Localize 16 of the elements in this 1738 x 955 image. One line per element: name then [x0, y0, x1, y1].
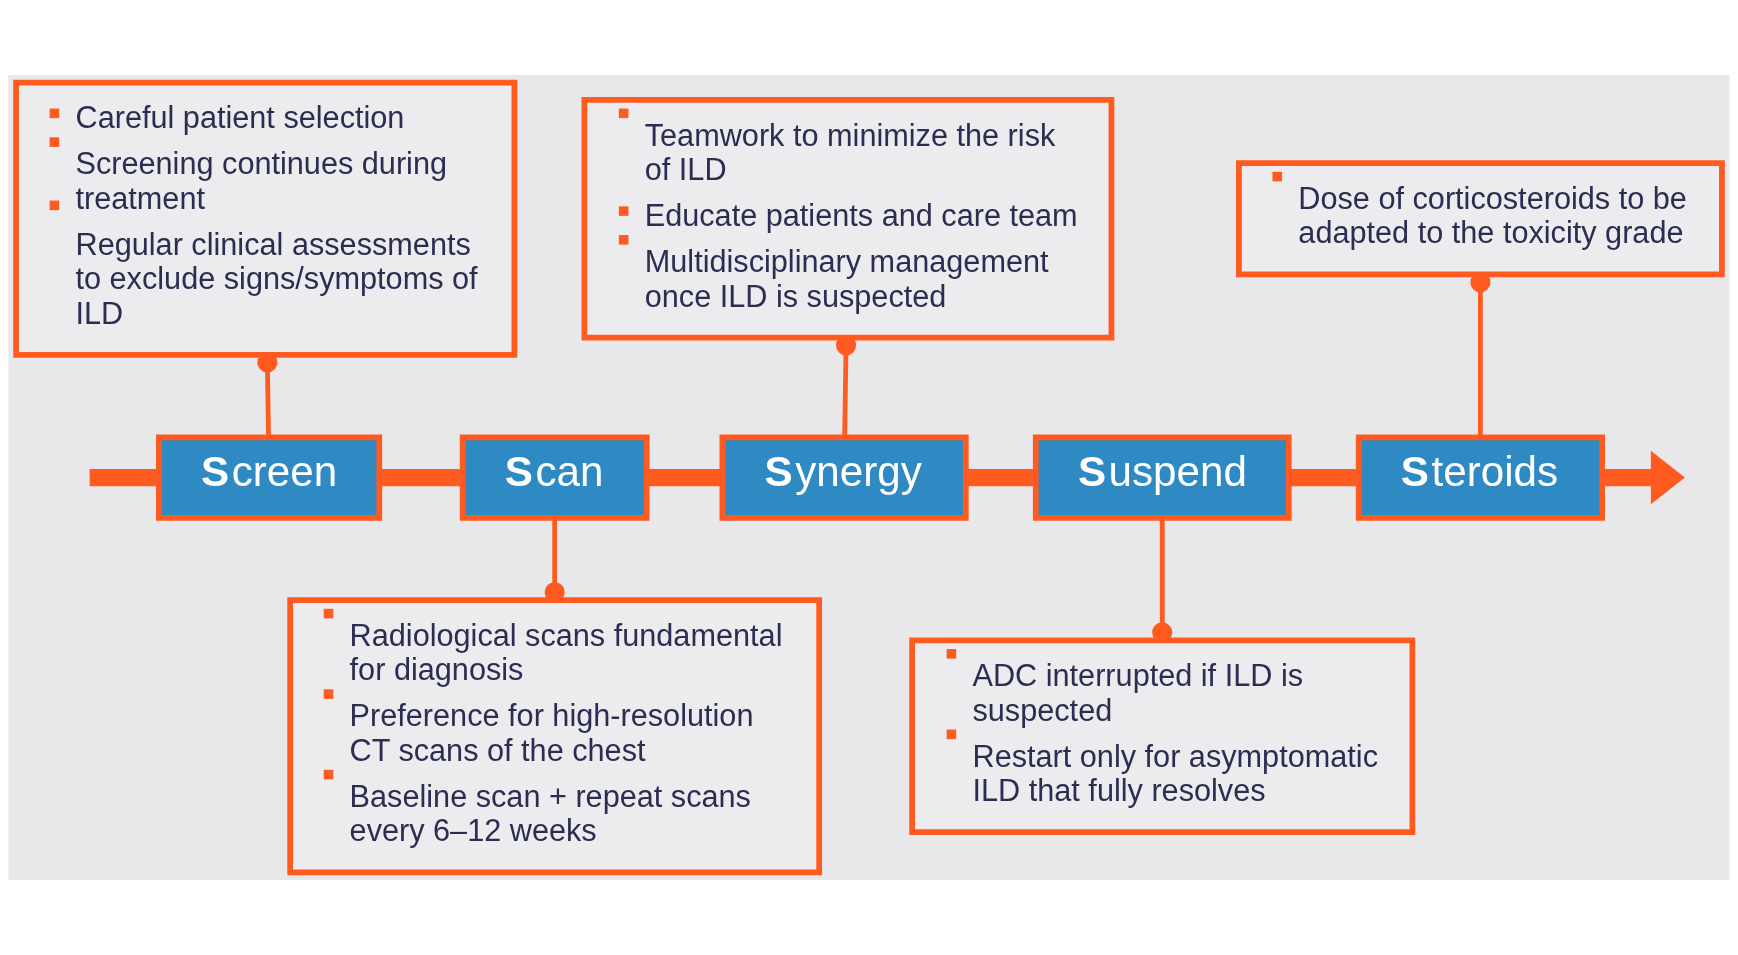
connector: [379, 468, 463, 487]
node-box: Steroids: [1355, 434, 1605, 521]
node-box: ADC interrupted if ILD is suspected Restart only for asymptomatic ILD that fully resolves: [909, 637, 1416, 835]
node-box: Suspend: [1032, 434, 1292, 521]
connector: [965, 468, 1036, 487]
node-box: Radiological scans fundamental for diagnosis Preference for high-resolution CT scans of the chest Baseline scan + repeat scans every 6–12 weeks: [287, 597, 823, 876]
node-box: Synergy: [719, 434, 969, 521]
node-box: Careful patient selection Screening continues during treatment Regular clinical assessments to exclude signs/symptoms of ILD: [13, 79, 518, 358]
node-box: Screen: [156, 434, 383, 521]
connector: [646, 468, 723, 487]
node-box: Dose of corticosteroids to be adapted to the toxicity grade: [1236, 160, 1725, 278]
node-box: Teamwork to minimize the risk of ILD Educate patients and care team Multidisciplinary management once ILD is suspected: [581, 97, 1115, 341]
connector: [89, 468, 159, 487]
arrow: [1602, 450, 1685, 505]
node-box: Scan: [459, 434, 650, 521]
connector: [1289, 468, 1359, 487]
